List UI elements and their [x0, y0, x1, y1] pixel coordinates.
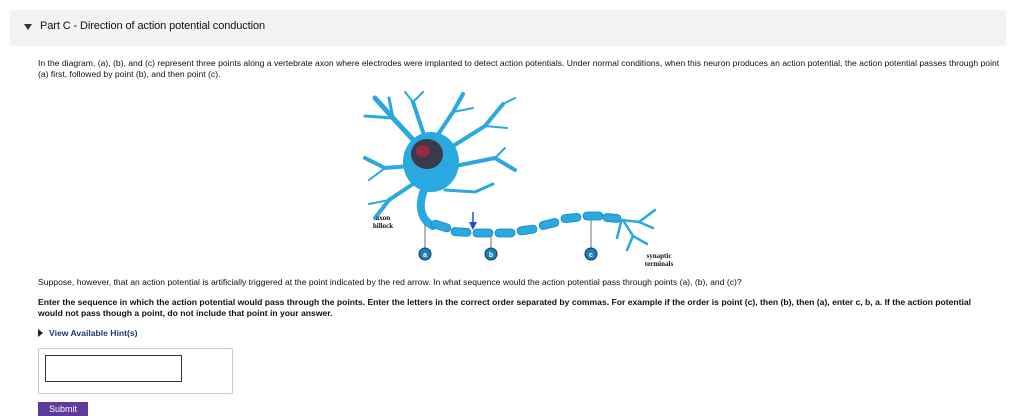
myelin-segments	[430, 211, 622, 238]
instruction-text: Enter the sequence in which the action p…	[38, 297, 972, 318]
nucleolus	[416, 145, 430, 157]
hint-label[interactable]: View Available Hint(s)	[49, 328, 138, 338]
collapse-triangle-icon[interactable]	[24, 24, 32, 30]
submit-button[interactable]: Submit	[38, 402, 88, 416]
part-title: Part C - Direction of action potential c…	[40, 20, 265, 32]
trigger-arrow-icon	[469, 212, 477, 230]
point-c-marker: c	[584, 247, 598, 261]
axon-hillock-label-2: hillock	[373, 222, 393, 230]
point-a-label: a	[423, 252, 427, 259]
question-text: Suppose, however, that an action potenti…	[38, 277, 742, 287]
synaptic-terminals-label-2: terminals	[645, 260, 674, 268]
part-header[interactable]: Part C - Direction of action potential c…	[10, 10, 1006, 46]
neuron-svg: a b c axon hillock synaptic terminals	[363, 91, 674, 268]
axon-hillock-label-1: axon	[376, 214, 391, 222]
point-c-label: c	[589, 252, 593, 259]
point-a-marker: a	[418, 247, 432, 261]
intro-text: In the diagram, (a), (b), and (c) repres…	[38, 58, 1000, 79]
axon-terminals	[615, 208, 657, 252]
answer-box	[38, 348, 233, 394]
dendrites	[363, 91, 517, 220]
point-b-label: b	[489, 252, 493, 259]
synaptic-terminals-label-1: synaptic	[647, 252, 672, 260]
view-hints-link[interactable]: View Available Hint(s)	[38, 328, 138, 338]
neuron-diagram: a b c axon hillock synaptic terminals	[355, 88, 695, 270]
answer-input[interactable]	[45, 355, 182, 382]
electrode-lines	[424, 220, 592, 248]
axon-hillock-shape	[416, 184, 437, 230]
caret-right-icon	[38, 329, 43, 337]
point-b-marker: b	[484, 247, 498, 261]
